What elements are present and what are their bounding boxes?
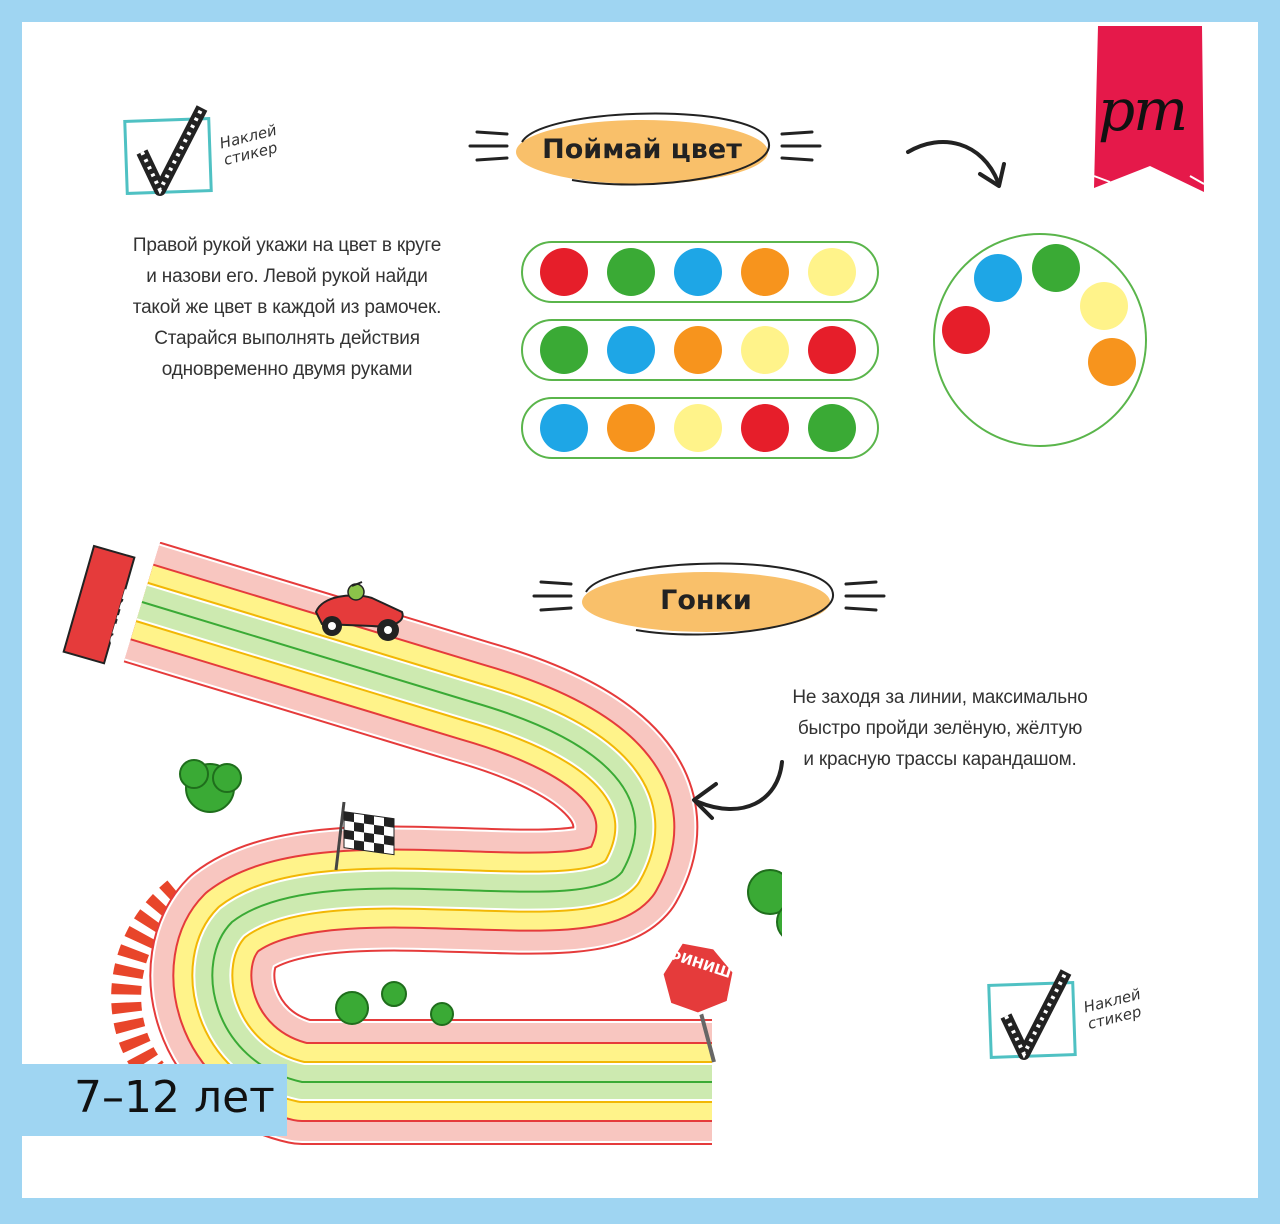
- checkmark-sticker-icon: [123, 105, 213, 196]
- game2-instructions: Не заходя за линии, максимально быстро п…: [760, 682, 1120, 775]
- color-dot-green[interactable]: [540, 326, 588, 374]
- circle-dot-green[interactable]: [1032, 244, 1080, 292]
- circle-dot-red[interactable]: [942, 306, 990, 354]
- arrow-icon: [692, 760, 784, 820]
- circle-dot-blue[interactable]: [974, 254, 1022, 302]
- color-dot-blue[interactable]: [674, 248, 722, 296]
- color-dot-blue[interactable]: [540, 404, 588, 452]
- game1-instr-line5: одновременно двумя руками: [161, 359, 413, 380]
- sticker-placeholder-bottom: Наклей стикер: [984, 966, 1164, 1066]
- color-dot-red[interactable]: [741, 404, 789, 452]
- brand-ribbon: рт: [1090, 26, 1208, 192]
- start-banner: [62, 544, 136, 665]
- color-dot-red[interactable]: [808, 326, 856, 374]
- color-dot-green[interactable]: [808, 404, 856, 452]
- game1-title: Поймай цвет: [542, 134, 742, 165]
- game2-instr-line1: Не заходя за линии, максимально: [792, 687, 1088, 708]
- color-dot-orange[interactable]: [607, 404, 655, 452]
- game2-title-block: Гонки: [516, 552, 896, 652]
- age-label: 7–12 лет: [22, 1064, 287, 1136]
- color-dot-red[interactable]: [540, 248, 588, 296]
- game2-instr-line3: и красную трассы карандашом.: [803, 749, 1077, 770]
- checkmark-sticker-icon: [987, 969, 1077, 1060]
- color-dot-blue[interactable]: [607, 326, 655, 374]
- arrow-icon: [906, 140, 1006, 188]
- sticker-placeholder-top: Наклей стикер: [120, 102, 300, 202]
- brand-mark: рт: [1098, 76, 1188, 144]
- game2-instr-line2: быстро пройди зелёную, жёлтую: [797, 718, 1083, 739]
- stop-sign-icon: [660, 940, 736, 1063]
- circle-dot-orange[interactable]: [1088, 338, 1136, 386]
- color-dot-yellow[interactable]: [808, 248, 856, 296]
- bush-icon: [179, 759, 782, 1026]
- game1-instructions: Правой рукой укажи на цвет в круге и наз…: [102, 230, 472, 385]
- age-label-text: 7–12 лет: [74, 1072, 275, 1123]
- game1-title-block: Поймай цвет: [452, 102, 832, 202]
- page: Наклей стикер Поймай цвет: [22, 22, 1258, 1198]
- color-dot-yellow[interactable]: [741, 326, 789, 374]
- race-car-icon: [314, 581, 404, 641]
- color-dot-orange[interactable]: [741, 248, 789, 296]
- game1-instr-line4: Старайся выполнять действия: [154, 328, 420, 349]
- game1-instr-line1: Правой рукой укажи на цвет в круге: [132, 235, 442, 256]
- color-rows: [521, 241, 879, 459]
- color-dot-green[interactable]: [607, 248, 655, 296]
- game1-instr-line3: такой же цвет в каждой из рамочек.: [132, 297, 442, 318]
- game2-title: Гонки: [660, 585, 752, 616]
- game1-instr-line2: и назови его. Левой рукой найди: [146, 266, 428, 287]
- color-dot-orange[interactable]: [674, 326, 722, 374]
- color-dot-yellow[interactable]: [674, 404, 722, 452]
- circle-dot-yellow[interactable]: [1080, 282, 1128, 330]
- race-track: [62, 542, 782, 1145]
- color-circle: [933, 233, 1147, 447]
- checkered-flag-icon: [334, 801, 395, 871]
